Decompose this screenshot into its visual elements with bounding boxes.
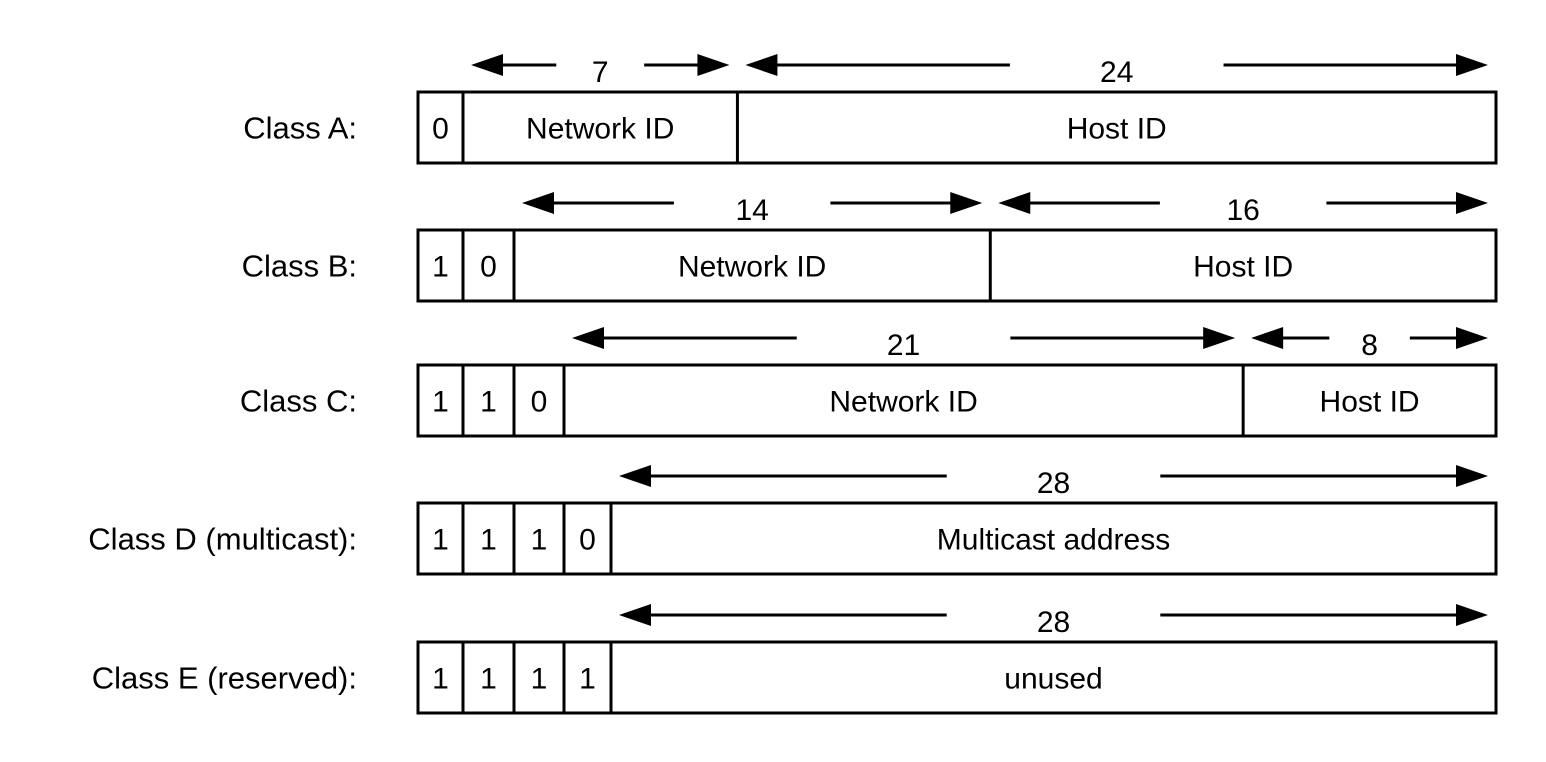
class-bit: 1 <box>432 386 449 419</box>
address-box <box>416 501 1498 576</box>
class-bit: 1 <box>432 524 449 557</box>
address-field: unused <box>1004 663 1102 696</box>
address-field: Host ID <box>1193 251 1293 284</box>
bit-span-arrow: 24 <box>745 54 1488 89</box>
class-bit: 1 <box>531 524 548 557</box>
class-row: Class A: 0 Network ID Host ID 7 24 <box>243 54 1498 165</box>
arrowhead-left <box>998 192 1031 214</box>
address-box <box>416 640 1498 715</box>
bit-count-label: 7 <box>592 56 609 89</box>
bit-count-label: 16 <box>1226 194 1259 227</box>
bit-span-arrow: 14 <box>522 192 983 227</box>
arrowhead-left <box>522 192 554 214</box>
class-label: Class A: <box>243 111 357 146</box>
bit-count-label: 14 <box>735 194 768 227</box>
bit-count-label: 28 <box>1037 606 1070 639</box>
bit-span-arrow: 28 <box>619 465 1488 500</box>
arrowhead-left <box>619 604 651 626</box>
bit-count-label: 24 <box>1100 56 1133 89</box>
arrowhead-right <box>1456 465 1488 487</box>
bit-span-arrow: 16 <box>998 192 1488 227</box>
bit-span-arrow: 8 <box>1251 327 1488 362</box>
arrowhead-left <box>471 54 503 76</box>
class-label: Class D (multicast): <box>88 522 357 557</box>
arrowhead-left <box>1251 327 1284 349</box>
class-bit: 1 <box>531 663 548 696</box>
address-field: Network ID <box>678 251 826 284</box>
address-field: Host ID <box>1320 386 1420 419</box>
arrowhead-right <box>1456 192 1488 214</box>
arrowhead-right <box>1203 327 1236 349</box>
address-field: Network ID <box>526 113 674 146</box>
address-box <box>416 90 1498 165</box>
bit-count-label: 8 <box>1361 329 1378 362</box>
class-bit: 1 <box>579 663 596 696</box>
class-bit: 1 <box>480 663 497 696</box>
address-field: Network ID <box>829 386 977 419</box>
class-bit: 0 <box>531 386 548 419</box>
address-box <box>416 363 1498 438</box>
class-bit: 0 <box>432 113 449 146</box>
arrowhead-left <box>745 54 778 76</box>
arrowhead-right <box>1456 604 1488 626</box>
class-bit: 0 <box>480 251 497 284</box>
arrowhead-left <box>572 327 604 349</box>
arrowhead-right <box>1456 327 1488 349</box>
address-field: Host ID <box>1067 113 1167 146</box>
class-label: Class E (reserved): <box>92 661 357 696</box>
arrowhead-right <box>1456 54 1488 76</box>
address-field: Multicast address <box>937 524 1170 557</box>
class-label: Class B: <box>242 249 357 284</box>
arrowhead-left <box>619 465 651 487</box>
address-box <box>416 228 1498 303</box>
arrowhead-right <box>950 192 983 214</box>
bit-span-arrow: 7 <box>471 54 730 89</box>
arrowhead-right <box>697 54 730 76</box>
class-bit: 1 <box>480 386 497 419</box>
class-bit: 1 <box>432 663 449 696</box>
class-bit: 1 <box>480 524 497 557</box>
class-bit: 0 <box>579 524 596 557</box>
bit-span-arrow: 28 <box>619 604 1488 639</box>
class-label: Class C: <box>240 384 357 419</box>
bit-count-label: 28 <box>1037 467 1070 500</box>
bit-count-label: 21 <box>887 329 920 362</box>
bit-span-arrow: 21 <box>572 327 1236 362</box>
class-bit: 1 <box>432 251 449 284</box>
